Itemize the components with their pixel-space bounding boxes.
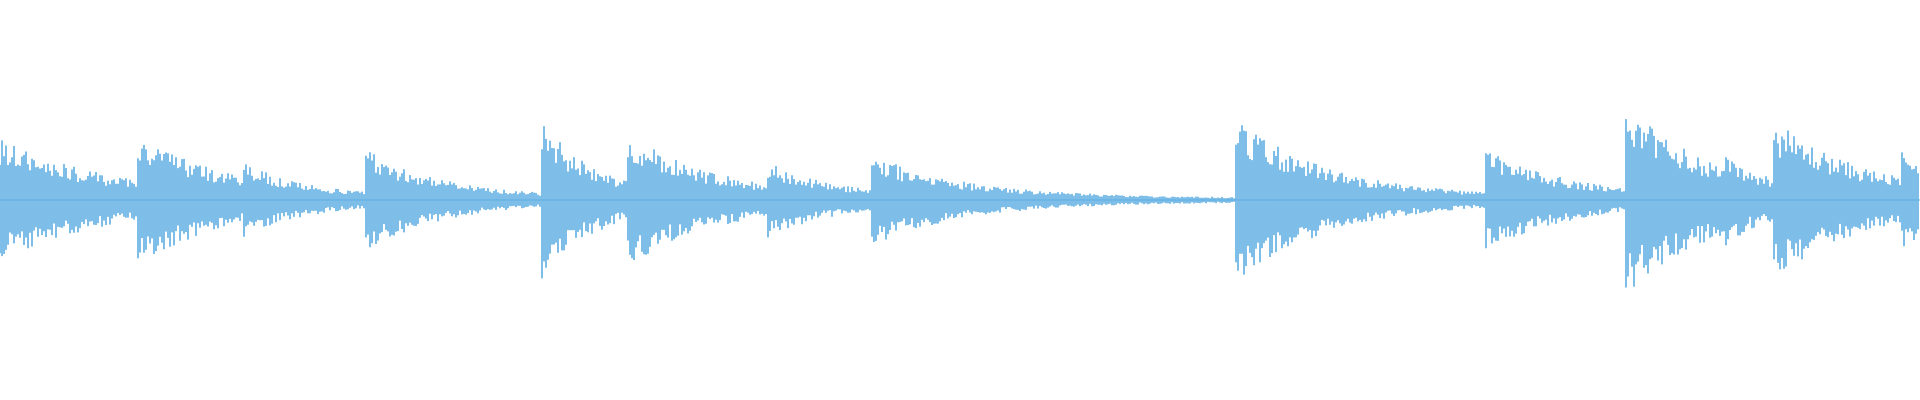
- waveform-envelope: [0, 119, 1919, 288]
